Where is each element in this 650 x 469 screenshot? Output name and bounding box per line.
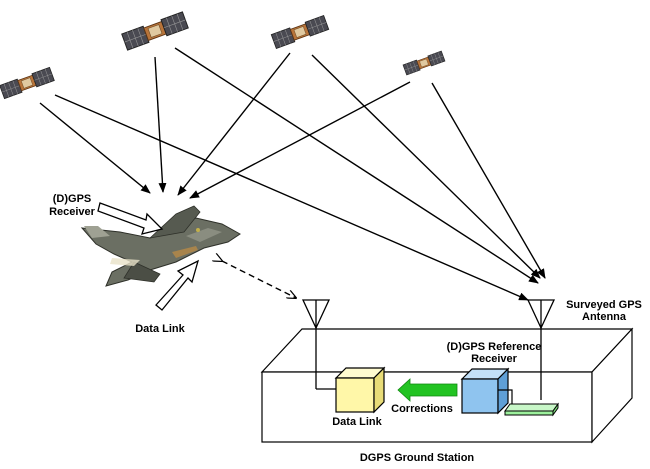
antenna-base-plate [504,402,559,417]
station-data-link-label: Data Link [332,416,382,428]
ground-station-label: DGPS Ground Station [360,452,475,464]
surveyed-antenna-label: Antenna [582,311,627,323]
satellite-icon [402,50,446,76]
data-link-radio-path [222,261,296,298]
gps-receiver-pointer-arrow [97,202,164,235]
reference-receiver-unit [460,367,510,415]
data-link-unit [334,366,386,414]
reference-receiver-label: Receiver [471,353,518,365]
aircraft-data-link-label: Data Link [135,323,185,335]
reference-receiver-label: (D)GPS Reference [447,341,542,353]
satellite-signals-to-aircraft [39,52,411,199]
corrections-arrow [397,378,458,402]
gps-receiver-label: (D)GPS [53,193,92,205]
satellite-icon [270,15,330,49]
antenna-icon [526,299,556,400]
antenna-icon [301,299,336,390]
satellite-signals-to-antenna [54,47,546,301]
receiver-antenna-cable [498,389,513,404]
gps-receiver-label: Receiver [49,206,96,218]
satellite-icon [0,66,55,100]
data-link-pointer-arrow [155,259,200,311]
surveyed-antenna-label: Surveyed GPS [566,299,642,311]
aircraft-icon [80,205,241,287]
labels: (D)GPS Receiver Data Link (D)GPS Referen… [49,193,642,464]
satellite-icon [121,11,189,51]
corrections-label: Corrections [391,403,453,415]
